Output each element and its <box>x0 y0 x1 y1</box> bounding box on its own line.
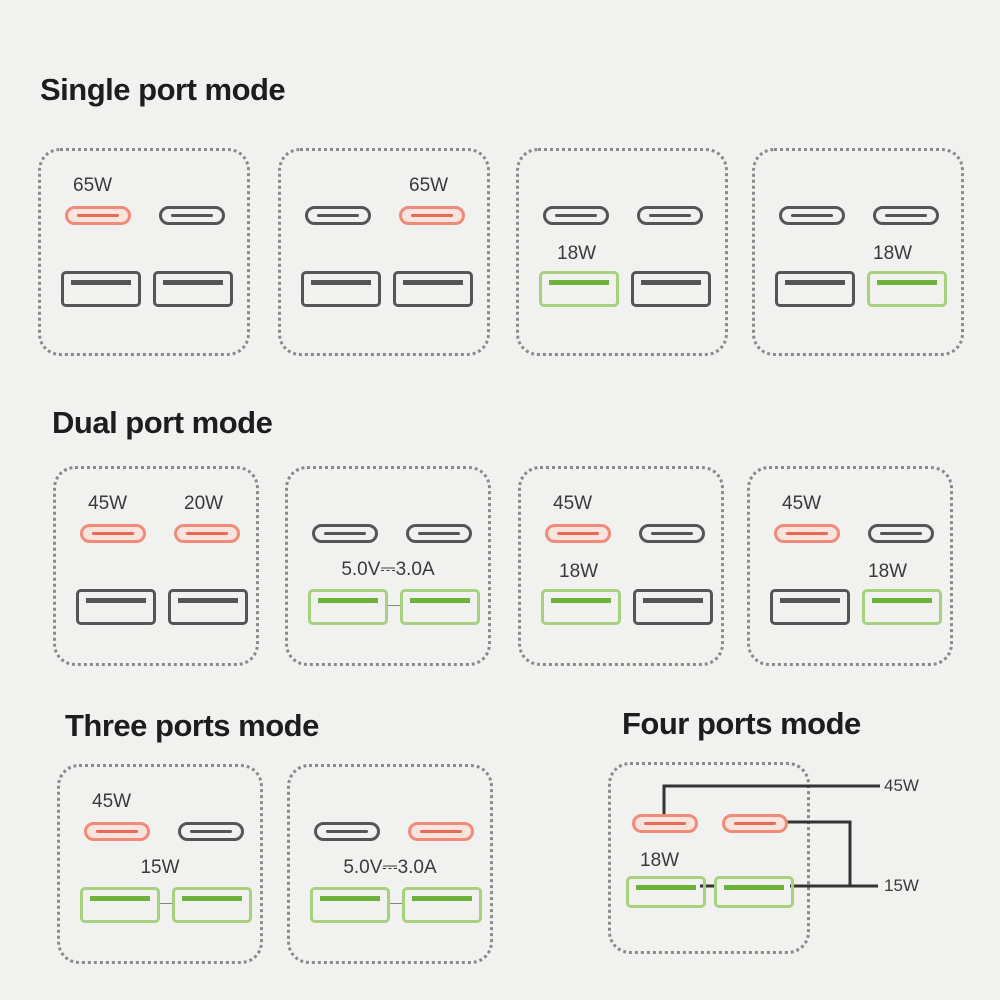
port-link <box>390 903 402 904</box>
usb-c-port-2 <box>722 814 788 833</box>
usb-c-port-1 <box>80 524 146 543</box>
heading-dual-port-mode: Dual port mode <box>52 405 273 440</box>
usb-a-port-1 <box>626 876 706 908</box>
usb-a-port-1 <box>541 589 621 625</box>
usb-a-port-2 <box>631 271 711 307</box>
usb-a-port-1 <box>770 589 850 625</box>
usb-c-port-1 <box>312 524 378 543</box>
power-label: 5.0V⎓3.0A <box>341 559 435 580</box>
usb-a-port-1 <box>301 271 381 307</box>
usb-c-port-2 <box>868 524 934 543</box>
power-label: 20W <box>184 493 224 514</box>
usb-a-port-1 <box>76 589 156 625</box>
usb-c-port-2 <box>639 524 705 543</box>
usb-c-port-1 <box>779 206 845 225</box>
port-config-panel: 5.0V⎓3.0A <box>285 466 491 666</box>
port-config-panel: 45W 15W <box>57 764 263 964</box>
port-config-panel: 45W 20W <box>53 466 259 666</box>
power-label: 45W <box>92 791 132 812</box>
usb-a-port-1 <box>80 887 160 923</box>
usb-a-port-1 <box>539 271 619 307</box>
four-ports-usb-a-label: 18W <box>640 850 680 871</box>
usb-c-port-1 <box>305 206 371 225</box>
usb-c-port-1 <box>774 524 840 543</box>
usb-c-port-2 <box>178 822 244 841</box>
usb-a-port-2 <box>153 271 233 307</box>
power-label: 65W <box>409 175 449 196</box>
power-label: 45W <box>88 493 128 514</box>
usb-a-port-2 <box>633 589 713 625</box>
port-config-panel: 45W 18W <box>518 466 724 666</box>
usb-c-port-2 <box>174 524 240 543</box>
power-label: 18W <box>868 561 908 582</box>
usb-c-port-2 <box>408 822 474 841</box>
usb-c-port-1 <box>314 822 380 841</box>
usb-c-port-1 <box>545 524 611 543</box>
usb-c-port-1 <box>84 822 150 841</box>
port-config-panel: 65W <box>38 148 250 356</box>
line-label-45w: 45W <box>884 776 919 795</box>
usb-a-port-2 <box>402 887 482 923</box>
usb-a-port-2 <box>862 589 942 625</box>
port-link <box>388 605 400 606</box>
power-label: 18W <box>557 243 597 264</box>
power-label: 5.0V⎓3.0A <box>343 857 437 878</box>
power-label: 45W <box>553 493 593 514</box>
usb-c-port-2 <box>159 206 225 225</box>
port-config-panel: 65W <box>278 148 490 356</box>
usb-c-port-2 <box>637 206 703 225</box>
usb-a-port-2 <box>168 589 248 625</box>
heading-four-ports-mode: Four ports mode <box>622 706 861 741</box>
power-label: 18W <box>559 561 599 582</box>
port-config-panel: 45W 18W <box>747 466 953 666</box>
usb-a-port-1 <box>308 589 388 625</box>
usb-a-port-2 <box>714 876 794 908</box>
usb-c-port-2 <box>406 524 472 543</box>
usb-c-port-1 <box>65 206 131 225</box>
heading-three-ports-mode: Three ports mode <box>65 708 319 743</box>
usb-a-port-1 <box>310 887 390 923</box>
usb-a-port-1 <box>775 271 855 307</box>
usb-c-port-2 <box>873 206 939 225</box>
power-label: 15W <box>140 857 180 878</box>
power-label: 65W <box>73 175 113 196</box>
power-label: 18W <box>873 243 913 264</box>
usb-a-port-1 <box>61 271 141 307</box>
usb-a-port-2 <box>400 589 480 625</box>
port-link <box>160 903 172 904</box>
power-label: 45W <box>782 493 822 514</box>
usb-c-port-1 <box>632 814 698 833</box>
four-ports-panel <box>608 762 810 954</box>
line-label-15w: 15W <box>884 876 919 895</box>
heading-single-port-mode: Single port mode <box>40 72 286 107</box>
usb-c-port-2 <box>399 206 465 225</box>
usb-a-port-2 <box>867 271 947 307</box>
usb-c-port-1 <box>543 206 609 225</box>
port-config-panel: 18W <box>516 148 728 356</box>
usb-a-port-2 <box>172 887 252 923</box>
usb-a-port-2 <box>393 271 473 307</box>
port-config-panel: 5.0V⎓3.0A <box>287 764 493 964</box>
port-config-panel: 18W <box>752 148 964 356</box>
